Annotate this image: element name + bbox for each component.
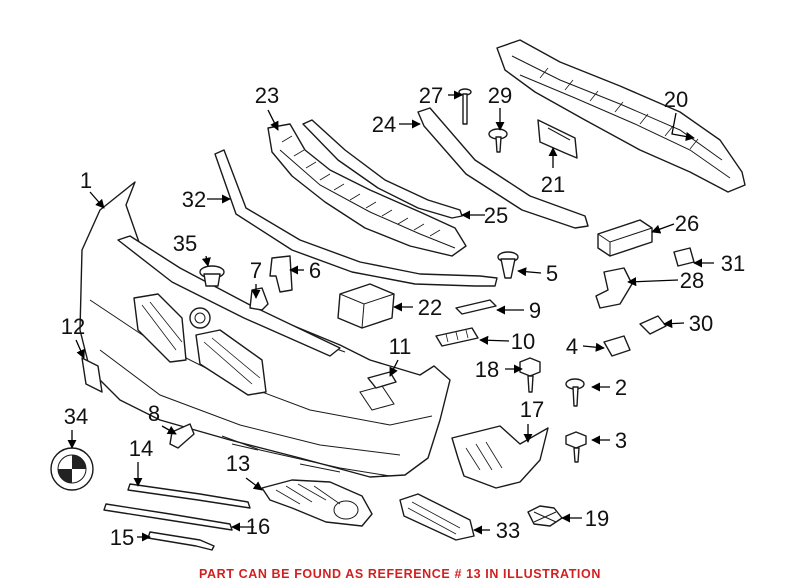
callout-22: 22: [418, 295, 442, 320]
callout-5: 5: [546, 261, 558, 286]
part-marker-12: [81, 357, 103, 393]
callout-33: 33: [496, 518, 520, 543]
part-bracket-28: [595, 267, 633, 309]
reference-note: PART CAN BE FOUND AS REFERENCE # 13 IN I…: [199, 567, 601, 581]
callout-25: 25: [484, 203, 508, 228]
callout-26: 26: [675, 211, 699, 236]
part-liner-17: [451, 425, 549, 489]
callout-30: 30: [689, 311, 713, 336]
part-clip-5: [497, 251, 519, 279]
part-screw-3: [565, 431, 587, 463]
part-bracket-8: [169, 423, 195, 449]
part-bracket-4: [603, 335, 631, 357]
callout-17: 17: [520, 397, 544, 422]
part-reinforcement-bar: [496, 39, 746, 193]
part-strip-25: [302, 119, 463, 219]
part-screw-2: [565, 378, 585, 407]
callout-numbers: 1 2 3 4 5 6 7 8 9 10 11 12 13 14 15 16 1…: [61, 83, 745, 550]
callout-20: 20: [664, 87, 688, 112]
part-module-22: [337, 283, 395, 329]
callout-15: 15: [110, 525, 134, 550]
leader-lines: [67, 90, 714, 542]
callout-16: 16: [246, 514, 270, 539]
callout-8: 8: [148, 401, 160, 426]
callout-19: 19: [585, 506, 609, 531]
callout-2: 2: [615, 375, 627, 400]
callout-18: 18: [475, 357, 499, 382]
part-emblem-34: [50, 447, 94, 491]
part-fog-grille-13: [261, 479, 373, 527]
callout-12: 12: [61, 314, 85, 339]
part-trim-strip-32: [214, 149, 498, 287]
callout-23: 23: [255, 83, 279, 108]
callout-3: 3: [615, 428, 627, 453]
callout-35: 35: [173, 231, 197, 256]
part-bracket-26: [597, 219, 653, 257]
part-energy-absorber: [267, 123, 467, 257]
part-screw-18: [519, 357, 541, 393]
callout-27: 27: [419, 83, 443, 108]
part-clip-19: [527, 505, 563, 527]
part-strip-9: [455, 299, 497, 315]
part-clip-31: [673, 247, 695, 267]
part-strip-14: [127, 483, 251, 509]
part-cap-30: [639, 315, 667, 335]
callout-1: 1: [80, 168, 92, 193]
callout-4: 4: [566, 334, 578, 359]
callout-10: 10: [511, 329, 535, 354]
callout-24: 24: [372, 112, 396, 137]
part-plug-35: [199, 265, 225, 287]
callout-9: 9: [529, 298, 541, 323]
part-bolt-27: [458, 88, 472, 125]
callout-34: 34: [64, 404, 88, 429]
part-screw-29: [488, 128, 508, 153]
callout-6: 6: [309, 258, 321, 283]
callout-28: 28: [680, 268, 704, 293]
callout-11: 11: [389, 334, 412, 359]
part-bracket-6: [269, 255, 293, 293]
part-strip-10: [435, 327, 479, 347]
part-grille-33: [399, 493, 475, 541]
part-trim-11: [367, 371, 397, 389]
callout-32: 32: [182, 187, 206, 212]
callout-31: 31: [721, 251, 745, 276]
part-bracket-21: [537, 119, 578, 159]
callout-29: 29: [488, 83, 512, 108]
callout-21: 21: [541, 172, 565, 197]
part-strip-24: [417, 107, 589, 229]
callout-7: 7: [250, 258, 262, 283]
callout-14: 14: [129, 436, 153, 461]
part-bracket-7: [249, 287, 269, 311]
part-strip-15: [147, 531, 215, 551]
part-bumper-cover: [79, 181, 451, 478]
callout-13: 13: [226, 451, 250, 476]
